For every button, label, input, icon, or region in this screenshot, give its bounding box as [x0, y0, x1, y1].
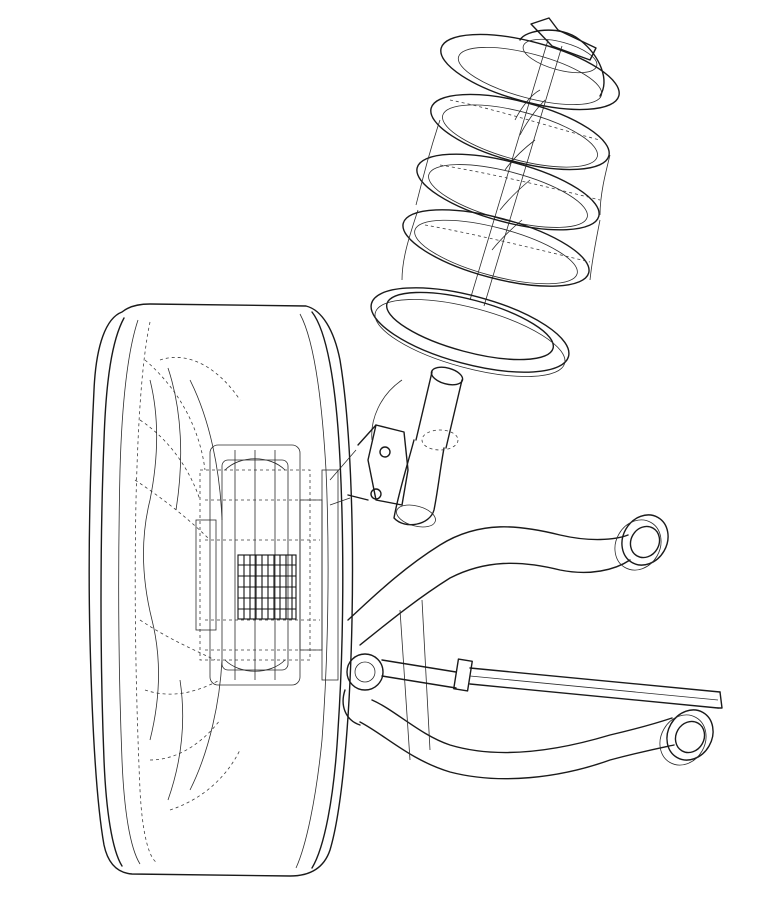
bearing-icon — [237, 554, 297, 620]
control-arm-icon — [342, 514, 714, 780]
coil-spring-icon — [370, 33, 620, 377]
hub-assembly — [195, 444, 339, 686]
wheel-tire-icon — [88, 303, 354, 877]
tie-rod-icon — [381, 658, 723, 709]
